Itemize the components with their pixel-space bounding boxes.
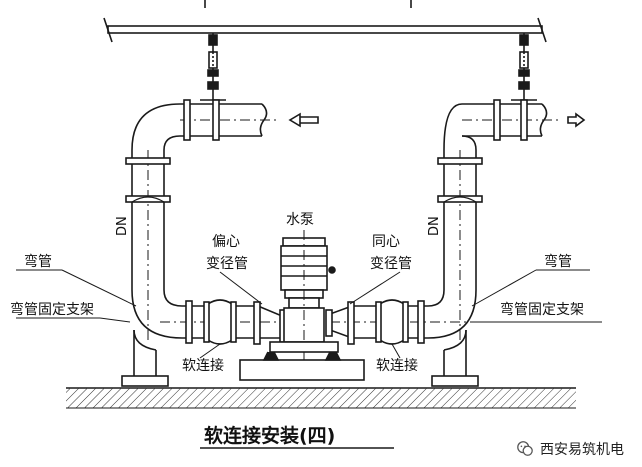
dn-label-left: DN	[115, 216, 130, 236]
elbow-support-label-right: 弯管固定支架	[500, 301, 584, 318]
water-pump	[239, 230, 365, 381]
dn-label-right: DN	[427, 216, 442, 236]
flex-joint-label-left: 软连接	[182, 357, 224, 374]
eccentric-label-line2: 变径管	[206, 256, 248, 272]
right-pipe-assembly	[325, 99, 560, 345]
right-support	[431, 329, 479, 387]
watermark-text: 西安易筑机电	[540, 442, 624, 458]
pump-label: 水泵	[286, 212, 314, 228]
floor	[66, 387, 576, 409]
concentric-label-line1: 同心	[372, 234, 400, 250]
concentric-label-line2: 变径管	[370, 256, 412, 272]
right-hanger	[511, 33, 537, 101]
elbow-label-right: 弯管	[544, 253, 572, 270]
diagram-title: 软连接安装(四)	[204, 424, 335, 447]
inlet-flow-arrow	[288, 112, 319, 128]
left-support	[121, 329, 169, 387]
elbow-support-label-left: 弯管固定支架	[10, 301, 94, 318]
wechat-icon	[517, 441, 533, 456]
elbow-label-left: 弯管	[24, 253, 52, 270]
ceiling-beam	[103, 0, 547, 43]
eccentric-label-line1: 偏心	[212, 234, 240, 250]
watermark: 西安易筑机电	[516, 439, 624, 459]
left-pipe-assembly	[125, 99, 300, 345]
outlet-flow-arrow	[567, 112, 586, 128]
flex-joint-label-right: 软连接	[376, 357, 418, 374]
left-hanger	[200, 33, 226, 101]
leader-lines	[16, 269, 602, 359]
